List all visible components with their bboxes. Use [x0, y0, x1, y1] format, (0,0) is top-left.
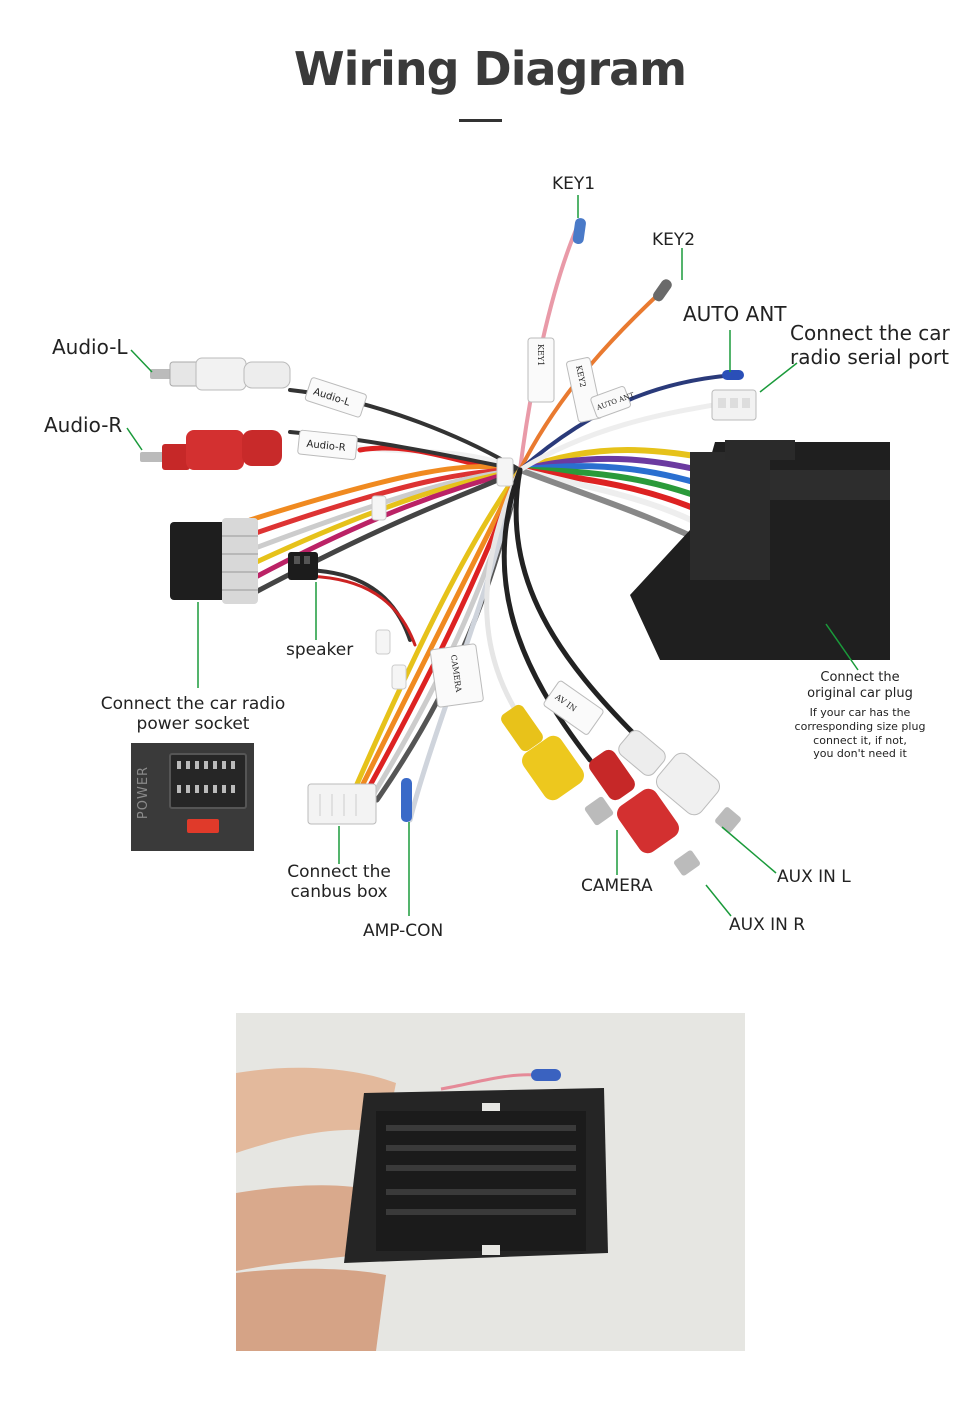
- connector-photo-illustration: [236, 1013, 745, 1351]
- label-audio-r: Audio-R: [44, 413, 123, 437]
- label-original-plug: Connect the original car plug: [790, 670, 930, 701]
- original-plug-note: If your car has the corresponding size p…: [790, 706, 930, 761]
- serial-port-connector: [711, 389, 757, 421]
- label-speaker: speaker: [286, 640, 354, 660]
- label-auto-ant: AUTO ANT: [683, 302, 787, 326]
- power-socket-fuse: [187, 819, 219, 833]
- callout-lines: [126, 195, 859, 917]
- original-plug-note-line1: If your car has the: [809, 706, 911, 719]
- thumb: [236, 1067, 396, 1153]
- wiring-diagram: Audio-L Audio-R KEY1 KEY2 AUTO ANT CAMER…: [0, 140, 980, 960]
- label-power-socket-line2: power socket: [136, 714, 250, 735]
- label-camera: CAMERA: [581, 876, 653, 896]
- power-socket-text: POWER: [136, 765, 152, 820]
- finger: [236, 1185, 376, 1271]
- audio-l-rca-plug: [150, 357, 291, 391]
- wire-tag-key1: KEY1: [536, 344, 545, 366]
- label-aux-in-r: AUX IN R: [729, 915, 806, 935]
- label-power-socket-line1: Connect the car radio: [100, 694, 286, 714]
- label-power-socket: Connect the car radio power socket: [99, 694, 287, 735]
- label-original-plug-line1: Connect the: [820, 670, 900, 685]
- blue-wire-cap: [531, 1069, 561, 1081]
- power-socket-pin-row-1: [177, 761, 235, 769]
- audio-r-rca-plug: [140, 430, 282, 470]
- speaker-connector: [288, 552, 318, 580]
- label-canbus-line1: Connect the: [287, 862, 391, 882]
- connector-in-hand-photo: [236, 1013, 745, 1351]
- original-plug-note-line4: you don't need it: [813, 747, 907, 761]
- canbus-connector: [307, 783, 377, 825]
- page-title: Wiring Diagram: [293, 42, 687, 96]
- camera-rca-plug: [501, 704, 614, 826]
- power-socket-photo: POWER: [131, 743, 254, 851]
- wire-end-caps: [401, 218, 744, 822]
- wire-tags: Audio-L Audio-R KEY1 KEY2 AUTO ANT CAMER…: [297, 337, 636, 735]
- power-connector: [170, 518, 258, 604]
- harness-wires: [247, 223, 737, 823]
- label-amp-con: AMP-CON: [363, 921, 444, 941]
- label-aux-in-l: AUX IN L: [777, 867, 851, 887]
- original-plug-note-line3: connect it, if not,: [813, 733, 907, 747]
- label-audio-l: Audio-L: [52, 335, 128, 359]
- original-car-plug: [630, 440, 890, 660]
- label-canbus: Connect the canbus box: [282, 862, 396, 903]
- wiring-harness-illustration: Audio-L Audio-R KEY1 KEY2 AUTO ANT CAMER…: [126, 195, 890, 917]
- aux-in-l-rca-plug: [618, 730, 741, 833]
- finger: [236, 1268, 386, 1351]
- label-key1: KEY1: [552, 174, 596, 194]
- label-canbus-line2: canbus box: [290, 882, 388, 903]
- label-key2: KEY2: [652, 230, 696, 250]
- label-serial-port-line2: radio serial port: [790, 345, 949, 369]
- aux-in-r-rca-plug: [589, 749, 700, 876]
- original-plug-note-line2: corresponding size plug: [794, 719, 926, 733]
- power-socket-pin-row-2: [177, 785, 235, 793]
- label-original-plug-line2: original car plug: [807, 685, 913, 701]
- title-underline: [459, 119, 502, 122]
- label-serial-port-line1: Connect the car: [790, 321, 950, 345]
- wire-tag-audio-r: Audio-R: [306, 439, 346, 454]
